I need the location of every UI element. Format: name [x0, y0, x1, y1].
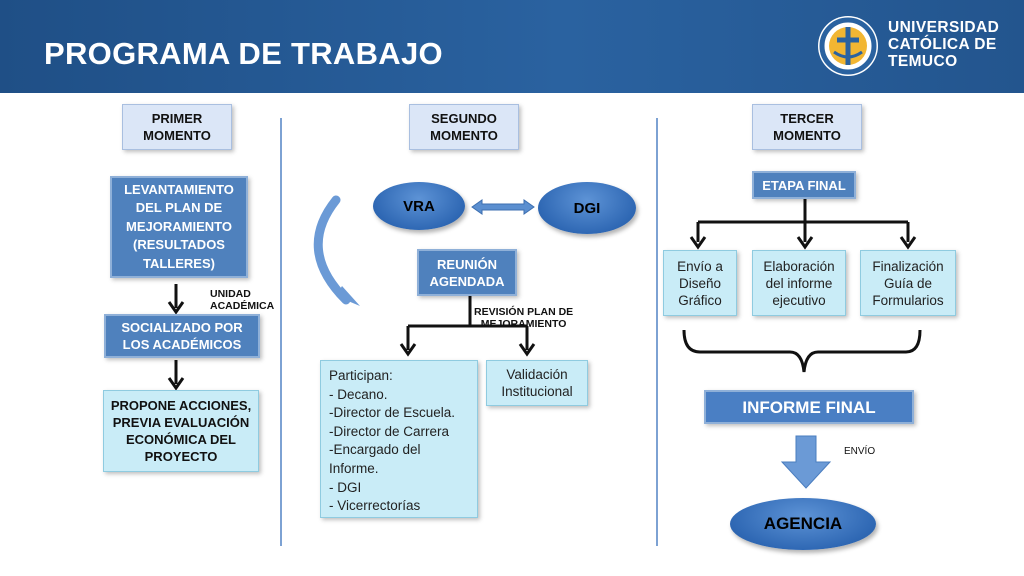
- university-logo-icon: [818, 16, 878, 76]
- box-informe-final: INFORME FINAL: [704, 390, 914, 424]
- divider-left: [280, 118, 282, 546]
- box-etapa-final: ETAPA FINAL: [752, 171, 856, 199]
- label-revision-plan: REVISIÓN PLAN DE MEJORAMIENTO: [474, 306, 574, 330]
- ellipse-agencia: AGENCIA: [730, 498, 876, 550]
- box-propone-acciones: PROPONE ACCIONES, PREVIA EVALUACIÓN ECON…: [103, 390, 259, 472]
- university-name: UNIVERSIDAD CATÓLICA DE TEMUCO: [888, 19, 1000, 70]
- divider-right: [656, 118, 658, 546]
- label-envio: ENVÍO: [844, 446, 876, 457]
- label-unidad-academica: UNIDAD ACADÉMICA: [210, 288, 275, 312]
- ellipse-dgi: DGI: [538, 182, 636, 234]
- ellipse-vra: VRA: [373, 182, 465, 230]
- page-title: PROGRAMA DE TRABAJO: [44, 36, 443, 71]
- participants-list: Participan: - Decano. -Director de Escue…: [320, 360, 478, 518]
- header-bar: PROGRAMA DE TRABAJO UNIVERSIDAD CATÓLICA…: [0, 0, 1024, 93]
- box-levantamiento: LEVANTAMIENTO DEL PLAN DE MEJORAMIENTO (…: [110, 176, 248, 278]
